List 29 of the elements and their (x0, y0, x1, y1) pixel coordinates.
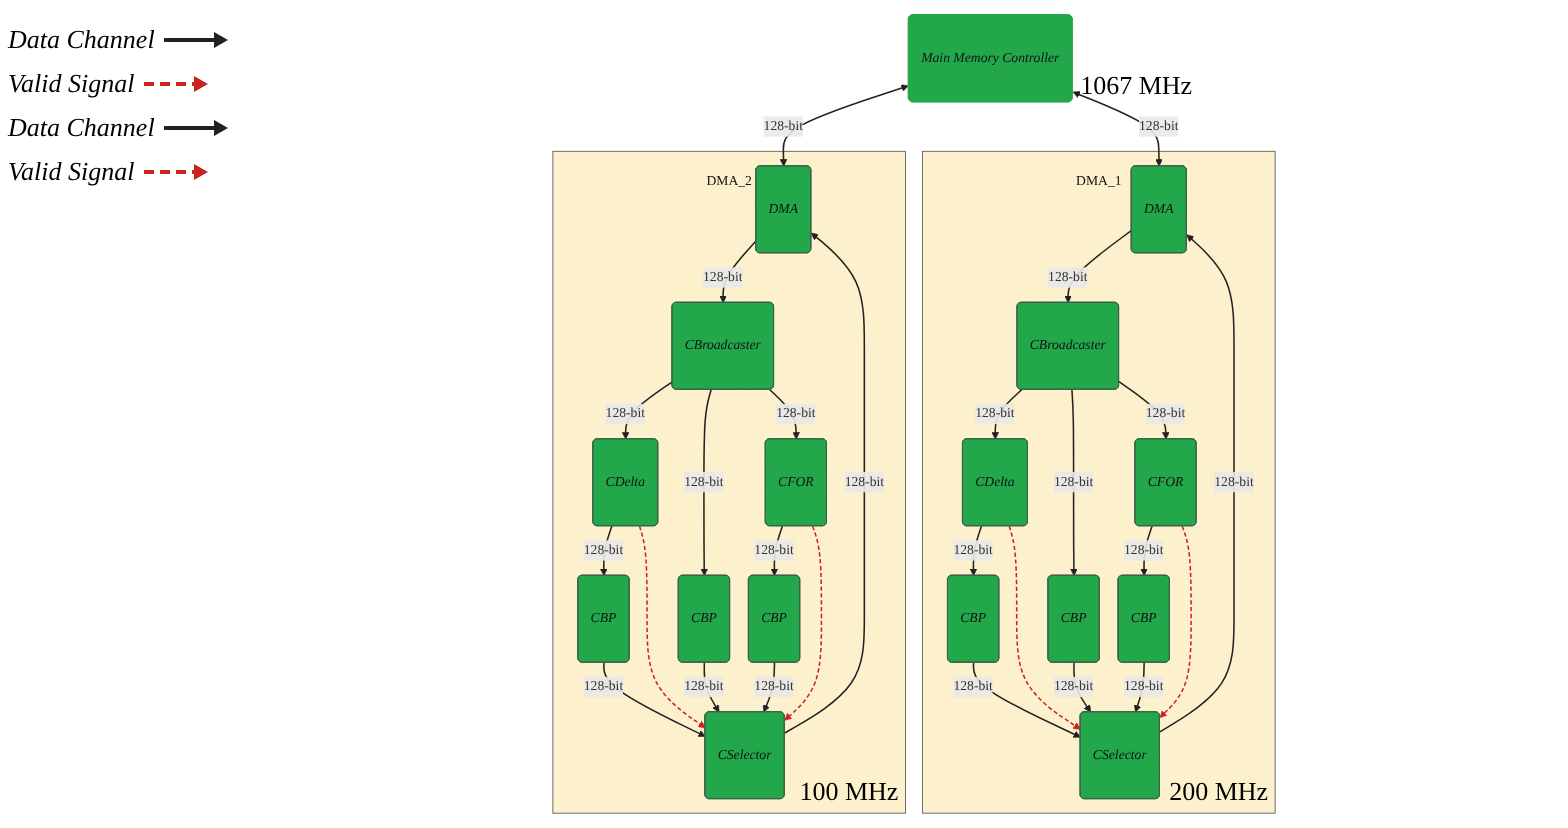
arrow (1159, 234, 1235, 733)
legend-text: Valid Signal (8, 68, 135, 100)
arrow (769, 388, 800, 440)
arrow (1008, 525, 1081, 730)
legend-text: Valid Signal (8, 156, 135, 188)
clock-frequency-label: 1067 MHz (1080, 69, 1193, 102)
arrow (1073, 661, 1092, 713)
arrow (1072, 91, 1163, 167)
arrow (700, 388, 712, 576)
legend-text: Data Channel (8, 112, 155, 144)
arrow (991, 388, 1023, 440)
arrow (969, 525, 983, 576)
arrow (638, 525, 706, 729)
arrow (1118, 380, 1170, 440)
arrow (703, 661, 720, 713)
arrow (770, 525, 784, 576)
legend-text: Data Channel (8, 24, 155, 56)
arrow (783, 232, 866, 734)
arrow (779, 84, 909, 167)
arrow (621, 381, 674, 440)
arrow (1070, 388, 1078, 576)
clock-frequency-label: 100 MHz (799, 775, 899, 808)
arrow (1064, 229, 1133, 304)
arrow (719, 240, 757, 304)
arrow (784, 525, 823, 721)
arrow (1140, 525, 1153, 576)
clock-frequency-label: 200 MHz (1169, 775, 1269, 808)
arrow (1159, 525, 1192, 718)
arrow (600, 525, 613, 576)
